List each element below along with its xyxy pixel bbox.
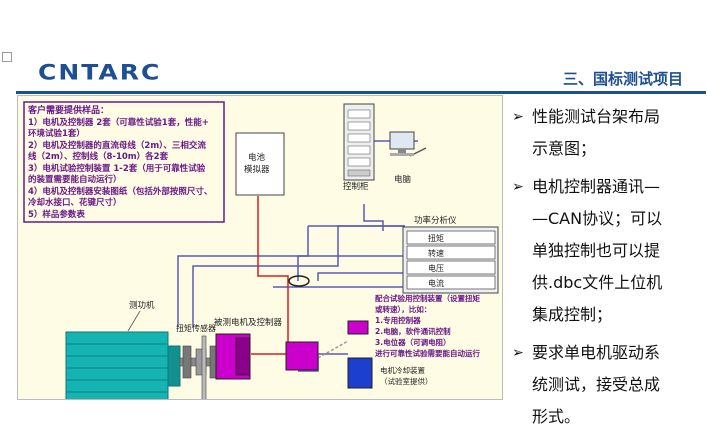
requirements-lines: 1）电机及控制器 2套（可靠性试验1套，性能+ 环境试验1套） 2）电机及控制器… (28, 117, 212, 220)
bullet-text: 要求单电机驱动系 统测试，接受总成 形式。 (532, 337, 660, 433)
power-analyzer-label: 功率分析仪 (414, 215, 457, 226)
bullet-line: 性能测试台架布局 (532, 107, 661, 126)
section-title: 三、国标测试项目 (562, 70, 683, 88)
requirement-line: 4）电机及控制器安装图纸（包括外部按照尺寸、 (28, 186, 212, 197)
requirement-line: 2）电机及控制器的直流母线（2m）、三相交流 (28, 140, 206, 151)
requirements-box (23, 101, 225, 223)
corner-checkbox-icon (2, 52, 12, 62)
diagram-svg: 客户需要提供样品： 1）电机及控制器 2套（可靠性试验1套，性能+ 环境试验1套… (23, 101, 499, 399)
note-line: 或转速），比如： (375, 304, 431, 314)
control-cabinet-label: 控制柜 (343, 181, 369, 192)
dynamometer-callout (127, 310, 141, 332)
control-signal-line (317, 340, 349, 359)
header-divider (16, 91, 706, 94)
signal-wire-speed (297, 255, 405, 281)
cabinet-wire (363, 204, 384, 231)
note-line: 配合试验用控制装置（设置扭矩 (375, 293, 480, 303)
analyzer-channel-torque (406, 230, 496, 245)
cooling-unit-label: 电机冷却装置 (380, 365, 425, 375)
computer-icon (389, 131, 415, 156)
note-line: 2.电脑，软件通讯控制 (375, 326, 451, 336)
bullet-text: 电机控制器通讯— —CAN协议；可以 单独控制也可以提 供.dbc文件上位机 集… (532, 171, 662, 331)
requirement-line: 3）电机试验控制装置 1-2套（用于可靠性试验 (28, 163, 206, 174)
bullet-line: —CAN协议；可以 (532, 209, 663, 228)
requirement-line: 冷却水接口、花键尺寸） (28, 197, 122, 208)
torque-sensor-icon (179, 335, 221, 399)
power-wire-dc (257, 196, 298, 355)
torque-sensor-label: 扭矩传感器 (176, 323, 216, 333)
cntarc-logo: CNTARC (38, 60, 162, 85)
dynamometer-icon (65, 331, 181, 399)
bullet-line: 形式。 (532, 407, 581, 426)
bullet-item: ➢ 电机控制器通讯— —CAN协议；可以 单独控制也可以提 供.dbc文件上位机… (512, 171, 702, 331)
test-bench-diagram: 客户需要提供样品： 1）电机及控制器 2套（可靠性试验1套，性能+ 环境试验1套… (17, 95, 503, 400)
bullet-line: 电机控制器通讯— (532, 177, 661, 196)
analyzer-channel-current (406, 275, 496, 290)
bullet-line: 示意图； (532, 139, 597, 158)
analyzer-channel-speed (406, 245, 496, 260)
note-line: 3.电位器（可调电阻） (375, 337, 451, 347)
analyzer-channel-voltage (406, 260, 496, 275)
bullet-line: 集成控制； (532, 305, 613, 324)
analyzer-channel-label: 扭矩 (428, 233, 444, 243)
requirement-line: 环境试验1套） (28, 128, 85, 139)
bullet-item: ➢ 性能测试台架布局 示意图； (512, 101, 702, 165)
computer-label: 电脑 (394, 174, 412, 185)
bullet-line: 统测试，接受总成 (532, 375, 661, 394)
current-clamp-icon (288, 275, 310, 287)
bullet-line: 要求单电机驱动系 (532, 343, 661, 362)
cooling-unit-label: （试验室提供） (380, 376, 433, 386)
bullet-item: ➢ 要求单电机驱动系 统测试，接受总成 形式。 (512, 337, 702, 433)
control-device-note: 配合试验用控制装置（设置扭矩 或转速），比如： 1.专用控制器 2.电脑，软件通… (375, 293, 480, 358)
requirement-line: 1）电机及控制器 2套（可靠性试验1套，性能+ (28, 117, 209, 128)
requirement-line: 线（2m）、控制线（8-10m）各2套 (28, 151, 169, 162)
battery-simulator-box (235, 132, 285, 196)
analyzer-channel-label: 电流 (428, 278, 444, 288)
requirement-line: 的装置需要能自动运行） (28, 174, 122, 185)
signal-wire-voltage (317, 272, 405, 281)
control-device-box (347, 320, 369, 335)
bullet-text: 性能测试台架布局 示意图； (532, 101, 660, 165)
bullet-line: 单独控制也可以提 (532, 241, 661, 260)
dut-motor-icon (215, 333, 251, 380)
bullet-line: 供.dbc文件上位机 (532, 273, 663, 292)
requirements-title: 客户需要提供样品： (27, 104, 109, 116)
cooling-unit-box (347, 357, 373, 389)
note-line: 进行可靠性试验需要能自动运行 (375, 348, 480, 358)
requirement-line: 5）样品参数表 (28, 209, 85, 220)
dynamometer-label: 测功机 (129, 300, 155, 311)
analyzer-channel-label: 转速 (428, 248, 444, 258)
control-cabinet-icon (343, 103, 375, 181)
battery-simulator-label: 模拟器 (244, 164, 270, 175)
signal-wire-left (177, 226, 309, 327)
battery-simulator-label: 电池 (248, 152, 266, 163)
note-line: 1.专用控制器 (375, 315, 421, 325)
analyzer-channel-label: 电压 (428, 263, 444, 273)
dut-controller-box (285, 341, 319, 371)
arrow-right-icon: ➢ (512, 345, 524, 361)
arrow-right-icon: ➢ (512, 109, 524, 125)
bullet-list: ➢ 性能测试台架布局 示意图； ➢ 电机控制器通讯— —CAN协议；可以 单独控… (512, 101, 702, 439)
dut-label: 被测电机及控制器 (214, 317, 283, 328)
arrow-right-icon: ➢ (512, 179, 524, 195)
